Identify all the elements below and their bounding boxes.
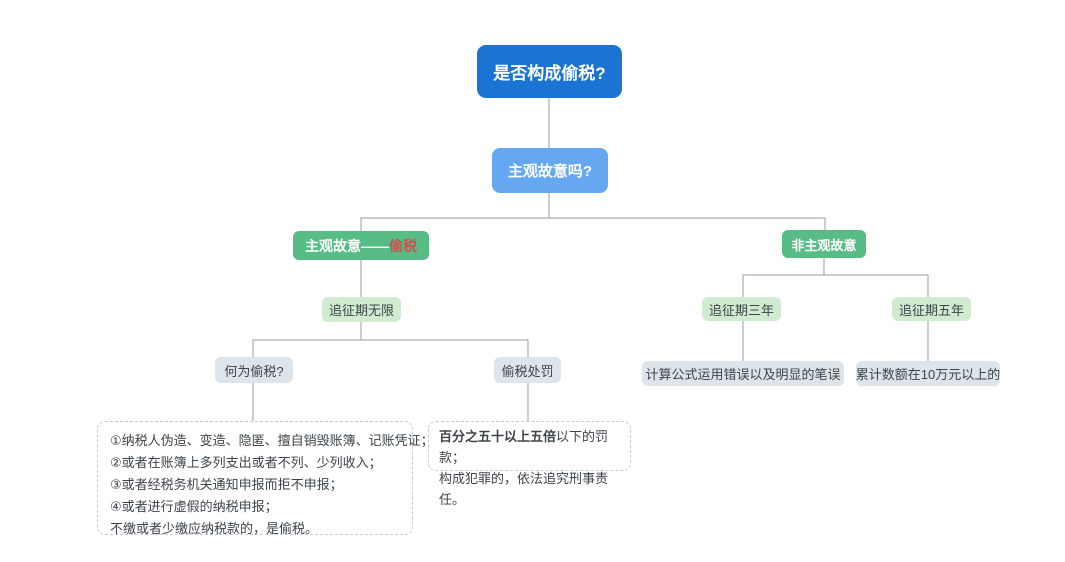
node-non-subjective-branch: 非主观故意 [782, 230, 866, 258]
node-what-is-tax-evasion: 何为偷税? [215, 357, 293, 383]
node-three-year-period: 追征期三年 [702, 297, 781, 321]
node-root-question: 是否构成偷税? [477, 45, 622, 98]
node-subjective-intent-branch: 主观故意——偷税 [293, 231, 429, 260]
detail-line-3: ③或者经税务机关通知申报而拒不申报； [110, 477, 343, 492]
node-unlimited-recovery-period: 追征期无限 [322, 297, 401, 322]
node-tax-evasion-penalty: 偷税处罚 [494, 357, 561, 383]
penalty-line-1-rest: 以下的罚款； [439, 429, 609, 465]
penalty-line-1: 百分之五十以上五倍以下的罚款； [439, 426, 620, 468]
penalty-line-1-bold: 百分之五十以上五倍 [439, 429, 557, 444]
what-is-tax-evasion-detail-box: ①纳税人伪造、变造、隐匿、擅自销毁账簿、记账凭证； ②或者在账簿上多列支出或者不… [97, 421, 434, 536]
branch-label-highlight: 偷税 [389, 237, 417, 254]
penalty-detail-box: 百分之五十以上五倍以下的罚款； 构成犯罪的，依法追究刑事责任。 [428, 421, 631, 507]
detail-line-5: 不缴或者少缴应纳税款的，是偷税。 [110, 521, 319, 536]
node-subjective-intent-question: 主观故意吗? [492, 148, 608, 193]
detail-line-1: ①纳税人伪造、变造、隐匿、擅自销毁账簿、记账凭证； [110, 433, 434, 448]
penalty-line-2: 构成犯罪的，依法追究刑事责任。 [439, 471, 609, 507]
branch-label-prefix: 主观故意—— [305, 237, 389, 254]
node-five-year-period: 追征期五年 [892, 297, 971, 321]
node-amount-threshold-detail: 累计数额在10万元以上的 [856, 361, 1000, 386]
detail-line-4: ④或者进行虚假的纳税申报； [110, 499, 278, 514]
detail-line-2: ②或者在账簿上多列支出或者不列、少列收入； [110, 455, 382, 470]
node-calculation-error-detail: 计算公式运用错误以及明显的笔误 [642, 361, 844, 386]
